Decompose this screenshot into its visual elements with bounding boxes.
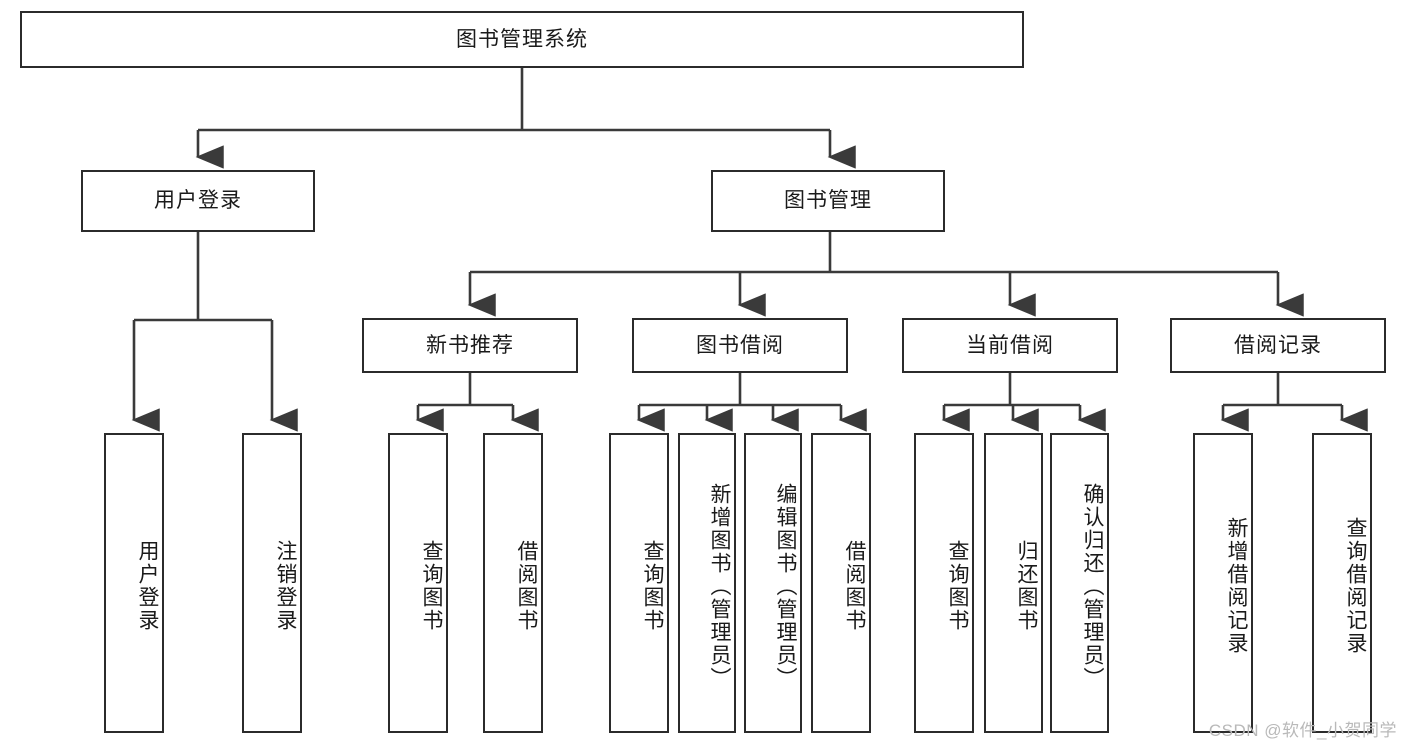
node-label: 编辑图书（管理员）	[774, 482, 797, 690]
leaf-return-book[interactable]: 归还图书	[984, 433, 1043, 733]
node-label: 图书管理系统	[456, 27, 588, 51]
leaf-borrow-book-recommend[interactable]: 借阅图书	[483, 433, 543, 733]
node-label: 借阅图书	[843, 540, 866, 632]
leaf-user-login[interactable]: 用户登录	[104, 433, 164, 733]
node-label: 借阅记录	[1234, 333, 1322, 357]
node-book-management[interactable]: 图书管理	[711, 170, 945, 232]
node-label: 查询图书	[641, 540, 664, 632]
node-label: 确认归还（管理员）	[1081, 482, 1104, 690]
node-label: 查询图书	[946, 540, 969, 632]
leaf-confirm-return-admin[interactable]: 确认归还（管理员）	[1050, 433, 1109, 733]
leaf-query-book-recommend[interactable]: 查询图书	[388, 433, 448, 733]
node-user-login[interactable]: 用户登录	[81, 170, 315, 232]
leaf-borrow-book[interactable]: 借阅图书	[811, 433, 871, 733]
node-label: 新增图书（管理员）	[708, 482, 731, 690]
leaf-edit-book-admin[interactable]: 编辑图书（管理员）	[744, 433, 802, 733]
node-book-borrow[interactable]: 图书借阅	[632, 318, 848, 373]
node-label: 新书推荐	[426, 333, 514, 357]
node-label: 用户登录	[136, 540, 159, 632]
leaf-query-book-borrow[interactable]: 查询图书	[609, 433, 669, 733]
leaf-query-book-current[interactable]: 查询图书	[914, 433, 974, 733]
node-label: 图书管理	[784, 189, 872, 213]
node-root-book-management-system[interactable]: 图书管理系统	[20, 11, 1024, 68]
node-label: 当前借阅	[966, 333, 1054, 357]
leaf-add-borrow-record[interactable]: 新增借阅记录	[1193, 433, 1253, 733]
node-label: 借阅图书	[515, 540, 538, 632]
watermark-csdn: CSDN @软件_小贺同学	[1208, 721, 1397, 740]
node-label: 查询借阅记录	[1344, 517, 1367, 655]
node-label: 新增借阅记录	[1225, 517, 1248, 655]
node-label: 查询图书	[420, 540, 443, 632]
node-label: 用户登录	[154, 189, 242, 213]
node-current-borrow[interactable]: 当前借阅	[902, 318, 1118, 373]
leaf-query-borrow-record[interactable]: 查询借阅记录	[1312, 433, 1372, 733]
node-label: 注销登录	[274, 540, 297, 632]
leaf-logout-login[interactable]: 注销登录	[242, 433, 302, 733]
node-new-book-recommend[interactable]: 新书推荐	[362, 318, 578, 373]
node-label: 图书借阅	[696, 333, 784, 357]
node-label: 归还图书	[1015, 540, 1038, 632]
leaf-add-book-admin[interactable]: 新增图书（管理员）	[678, 433, 736, 733]
node-borrow-record[interactable]: 借阅记录	[1170, 318, 1386, 373]
